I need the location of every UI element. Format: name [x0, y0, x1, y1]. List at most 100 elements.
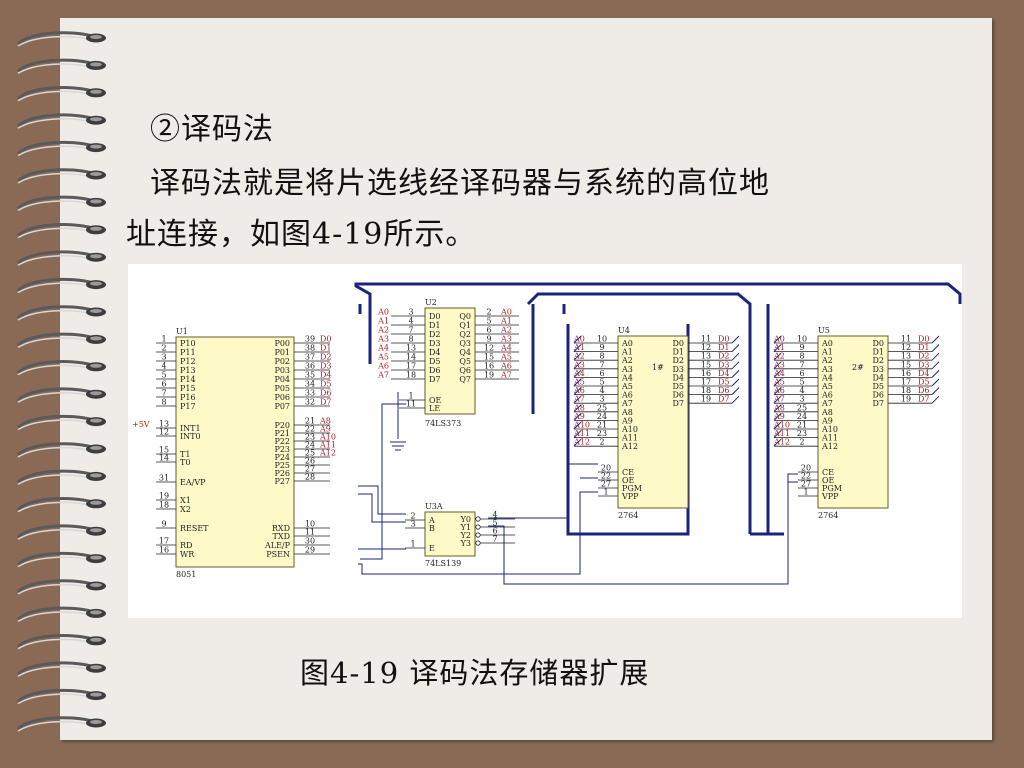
u2-output-pin-number: 5	[486, 317, 491, 326]
u2-input-pin-number: 18	[406, 371, 416, 380]
u3a-input-pin-name: A	[428, 516, 435, 525]
memory-data-pin-name: D1	[872, 348, 884, 357]
memory-addr-pin-number: 7	[599, 360, 604, 369]
memory-data-net-label: D4	[718, 369, 730, 378]
u3a-output-pin-name: Y3	[460, 539, 471, 548]
u1-right-pin-number: 38	[305, 344, 315, 353]
u1-left-pin-number: 31	[159, 474, 169, 483]
u1-right-pin-name: P04	[274, 375, 290, 384]
memory-addr-net-label: A4	[573, 369, 585, 378]
u2-input-net-label: A7	[377, 371, 389, 380]
memory-addr-net-label: A8	[773, 403, 785, 412]
memory-addr-net-label: A12	[573, 438, 590, 447]
memory-addr-net-label: A2	[773, 352, 785, 361]
bus-entry	[773, 344, 782, 352]
bus-entry	[773, 335, 782, 344]
memory-addr-pin-number: 6	[599, 369, 604, 378]
binding-ring	[16, 168, 106, 184]
bus-entry	[773, 430, 782, 438]
memory-addr-pin-number: 24	[797, 412, 807, 421]
memory-addr-net-label: A11	[773, 429, 790, 438]
bus-entry	[773, 387, 782, 395]
memory-data-pin-number: 15	[701, 360, 711, 369]
bus-entry	[773, 421, 782, 430]
u1-right-pin-number: 39	[305, 335, 315, 344]
u1-net-label: A9	[319, 425, 331, 434]
binding-ring	[16, 469, 106, 486]
memory-data-net-label: D4	[918, 369, 930, 378]
binding-ring	[16, 31, 106, 47]
u1-left-pin-number: 12	[159, 428, 169, 437]
u3a-ref-label: U3A	[425, 502, 443, 511]
memory-addr-pin-name: A6	[821, 391, 833, 400]
binding-ring	[16, 414, 106, 431]
u1-left-pin-name: RESET	[180, 524, 209, 533]
u2-output-pin-number: 12	[484, 344, 494, 353]
paragraph-line-2: 址连接，如图4-19所示。	[126, 217, 477, 252]
memory-data-net-label: D3	[718, 360, 730, 369]
u1-left-pin-number: 6	[161, 380, 166, 389]
memory-addr-pin-number: 10	[597, 335, 607, 344]
binding-ring	[16, 277, 106, 294]
binding-ring	[16, 113, 106, 129]
u1-left-pin-number: 2	[161, 344, 166, 353]
figure-caption: 图4-19 译码法存储器扩展	[300, 656, 650, 690]
u1-right-pin-number: 10	[305, 520, 315, 529]
u1-right-pin-name: P01	[274, 348, 290, 357]
memory-addr-pin-number: 4	[599, 386, 604, 395]
u3a-output-pin-name: Y1	[460, 523, 471, 532]
u1-left-pin-number: 16	[159, 546, 169, 555]
memory-addr-pin-name: A8	[621, 408, 633, 417]
u1-left-pin-number: 18	[159, 501, 169, 510]
binding-ring	[16, 305, 106, 321]
memory-addr-pin-name: A2	[821, 356, 833, 365]
u2-output-pin-name: Q6	[459, 366, 471, 375]
memory-addr-pin-name: A9	[621, 416, 633, 425]
u2-output-pin-name: Q7	[459, 375, 471, 384]
memory-data-pin-name: D5	[672, 382, 684, 391]
u1-left-pin-name: P15	[180, 384, 196, 393]
u2-output-pin-number: 9	[486, 335, 491, 344]
bus-entry	[931, 395, 940, 404]
binding-ring	[16, 332, 106, 349]
memory-addr-net-label: A2	[573, 352, 585, 361]
u2-input-net-label: A1	[377, 317, 389, 326]
u1-right-pin-name: RXD	[272, 524, 290, 533]
u2-input-pin-number: 7	[408, 326, 413, 335]
memory-addr-net-label: A7	[573, 395, 585, 404]
u1-right-pin-name: P27	[274, 477, 290, 486]
memory-data-pin-number: 15	[901, 360, 911, 369]
u1-left-pin-name: INT1	[180, 424, 201, 433]
u2-input-net-label: A4	[377, 344, 389, 353]
u3a-inversion-bubble	[475, 540, 481, 546]
u1-left-pin-name: P10	[180, 339, 196, 348]
memory-data-pin-name: D3	[672, 365, 684, 374]
bus-entry	[573, 378, 582, 387]
bus-entry	[731, 352, 740, 361]
u1-left-pin-name: WR	[180, 550, 195, 559]
u1-net-label: D7	[320, 398, 332, 407]
memory-data-pin-name: D2	[672, 356, 684, 365]
memory-data-pin-number: 11	[701, 335, 711, 344]
memory-addr-net-label: A4	[773, 369, 785, 378]
u1-right-pin-number: 26	[305, 457, 315, 466]
u1-left-pin-number: 9	[161, 520, 166, 529]
memory-addr-net-label: A9	[773, 412, 785, 421]
bus-entry	[931, 387, 940, 395]
u2-input-pin-number: 13	[406, 344, 416, 353]
u1-left-pin-name: P16	[180, 393, 196, 402]
bus-entry	[931, 335, 940, 344]
memory-addr-pin-number: 9	[599, 343, 604, 352]
u3a-input-pin-name: B	[429, 524, 435, 533]
binding-ring	[16, 442, 106, 458]
memory-ctrl-pin-name: CE	[622, 468, 634, 477]
bus-entry	[573, 370, 582, 378]
memory-addr-pin-name: A1	[621, 348, 633, 357]
memory-data-net-label: D2	[918, 352, 930, 361]
bus-entry	[573, 438, 582, 447]
u1-left-pin-name: P14	[180, 375, 196, 384]
u1-right-pin-number: 35	[305, 371, 315, 380]
u1-right-pin-number: 36	[305, 362, 315, 371]
memory-addr-net-label: A10	[773, 421, 790, 430]
memory-addr-pin-number: 4	[799, 386, 804, 395]
